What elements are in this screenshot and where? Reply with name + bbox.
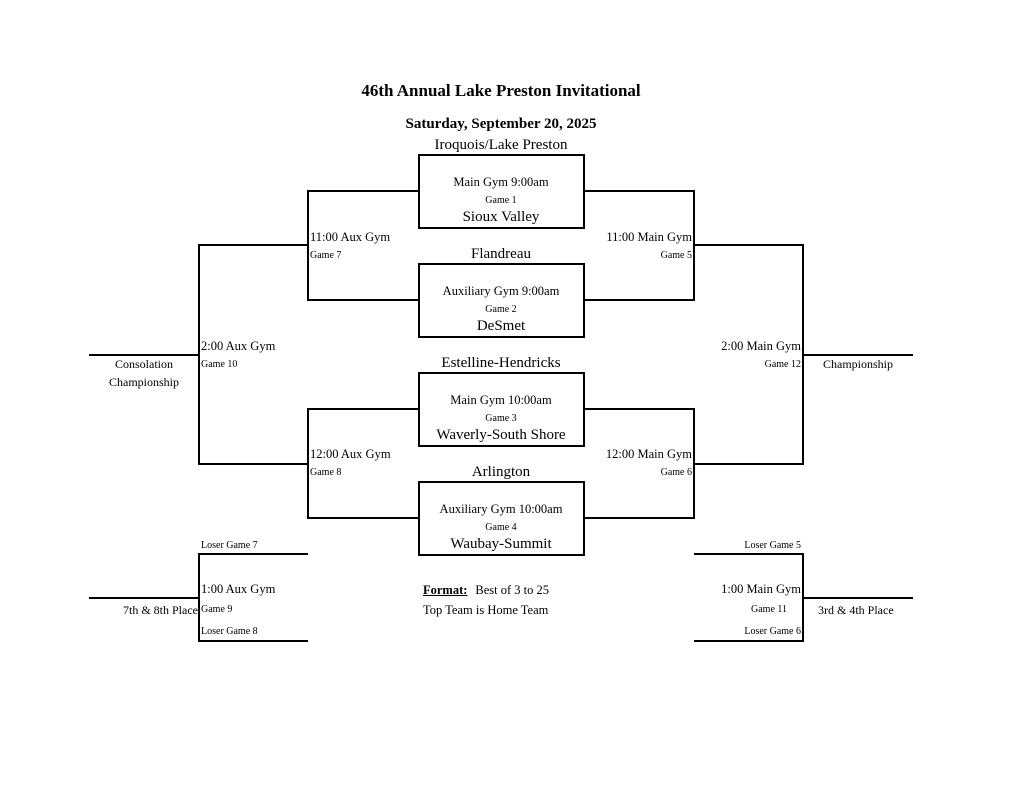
- game9-top-feed: Loser Game 7: [201, 540, 258, 551]
- game1-bottom-team: Sioux Valley: [462, 209, 540, 225]
- game12-label: Game 12: [764, 359, 801, 370]
- game4-top-team: Arlington: [471, 464, 531, 480]
- game4-slot: Auxiliary Gym 10:00am: [439, 502, 563, 516]
- game8-label: Game 8: [310, 467, 342, 478]
- game8-bracket: [307, 408, 419, 519]
- game4-label: Game 4: [485, 522, 517, 533]
- game6-bracket: [584, 408, 695, 519]
- game3-top-team: Estelline-Hendricks: [441, 355, 561, 371]
- game11-slot: 1:00 Main Gym: [721, 582, 801, 596]
- event-date: Saturday, September 20, 2025: [405, 116, 597, 132]
- game5-bracket: [584, 190, 695, 301]
- game6-label: Game 6: [660, 467, 692, 478]
- game11-bottom-feed: Loser Game 6: [744, 626, 801, 637]
- game5-slot: 11:00 Main Gym: [606, 230, 692, 244]
- game7-bracket: [307, 190, 419, 301]
- game2-top-team: Flandreau: [471, 246, 531, 262]
- game11-label: Game 11: [751, 604, 788, 615]
- game9-bottom-feed: Loser Game 8: [201, 626, 258, 637]
- game7-slot: 11:00 Aux Gym: [310, 230, 391, 244]
- game3-label: Game 3: [485, 413, 517, 424]
- home-team-note: Top Team is Home Team: [423, 603, 549, 617]
- game9-slot: 1:00 Aux Gym: [201, 582, 276, 596]
- game1-slot: Main Gym 9:00am: [453, 175, 549, 189]
- game8-slot: 12:00 Aux Gym: [310, 447, 391, 461]
- format-note: Format: Best of 3 to 25: [423, 582, 549, 598]
- game10-result-line2: Championship: [108, 375, 180, 389]
- game6-slot: 12:00 Main Gym: [605, 447, 692, 461]
- game10-bracket: [198, 244, 308, 465]
- game11-result: 3rd & 4th Place: [818, 603, 894, 617]
- game2-label: Game 2: [485, 304, 517, 315]
- game12-slot: 2:00 Main Gym: [721, 339, 801, 353]
- game10-label: Game 10: [201, 359, 238, 370]
- game9-label: Game 9: [201, 604, 233, 615]
- game12-result: Championship: [822, 357, 894, 371]
- game2-slot: Auxiliary Gym 9:00am: [442, 284, 560, 298]
- game12-bracket: [694, 244, 804, 465]
- game9-result: 7th & 8th Place: [123, 603, 198, 617]
- game1-top-team: Iroquois/Lake Preston: [434, 137, 568, 153]
- game4-bottom-team: Waubay-Summit: [450, 536, 552, 552]
- page-title: 46th Annual Lake Preston Invitational: [361, 81, 641, 100]
- game10-result-line1: Consolation: [114, 357, 174, 371]
- game2-bottom-team: DeSmet: [476, 318, 526, 334]
- game11-top-feed: Loser Game 5: [744, 540, 801, 551]
- game5-label: Game 5: [660, 250, 692, 261]
- game3-slot: Main Gym 10:00am: [450, 393, 552, 407]
- game3-bottom-team: Waverly-South Shore: [436, 427, 566, 443]
- game10-slot: 2:00 Aux Gym: [201, 339, 276, 353]
- format-value: Best of 3 to 25: [475, 583, 550, 597]
- game7-label: Game 7: [310, 250, 342, 261]
- format-label: Format:: [423, 583, 468, 597]
- game1-label: Game 1: [485, 195, 517, 206]
